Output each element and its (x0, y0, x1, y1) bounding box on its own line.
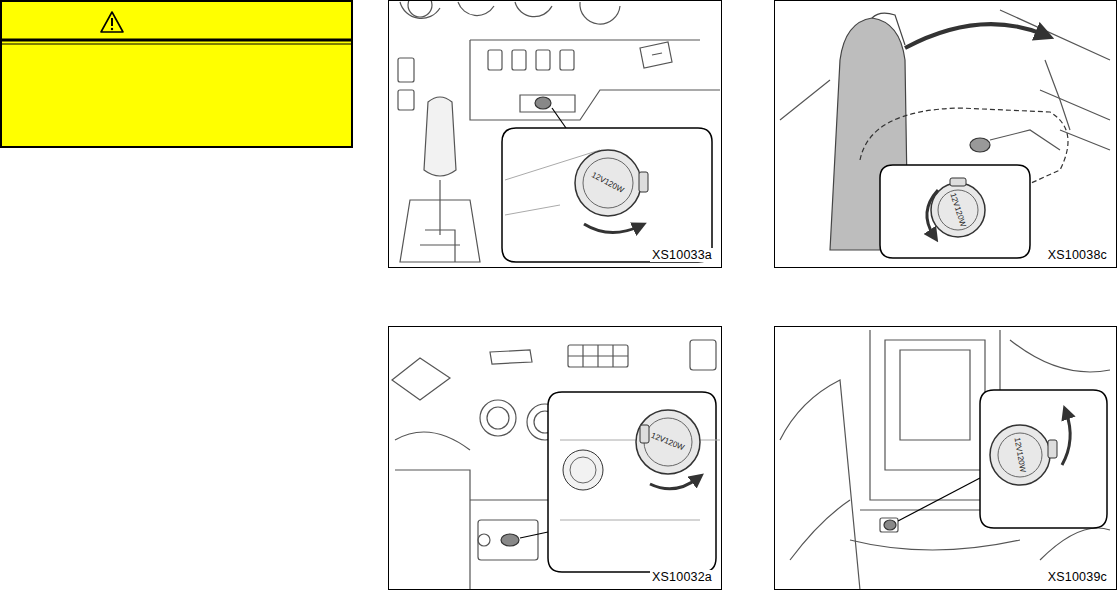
outlet-rating: 12V120W (650, 432, 686, 453)
outlet-cap (990, 425, 1050, 485)
figure-frame: XS10032a (388, 326, 722, 590)
caution-box (1, 1, 352, 147)
outlet-cap (575, 150, 641, 216)
figure-frame: XS10033a (388, 0, 722, 268)
turn-arrow (1062, 412, 1070, 465)
figure-code: XS10032a (650, 570, 714, 584)
turn-arrow (927, 190, 938, 236)
figure-code: XS10039c (1046, 570, 1109, 584)
open-arrow (905, 24, 1045, 48)
figure-frame: XS10039c (774, 326, 1117, 590)
figure-frame: XS10038c (774, 0, 1117, 268)
outlet-rating: 12V120W (591, 171, 626, 195)
caution-divider (1, 39, 352, 42)
dashboard-illustration (398, 0, 720, 262)
outlet-inset (502, 128, 712, 262)
figure-code: XS10038c (1046, 248, 1109, 262)
outlet-inset (880, 165, 1030, 258)
outlet-inset (980, 390, 1107, 528)
figure-code: XS10033a (650, 248, 714, 262)
outlet-rating: 12V120W (1013, 437, 1027, 473)
outlet-cap (636, 410, 700, 474)
outlet-inset (548, 392, 720, 572)
warning-mark (111, 18, 113, 26)
rear-console-illustration (780, 330, 1110, 590)
warning-triangle (101, 12, 123, 32)
turn-arrow (650, 478, 698, 489)
outlet-cap (931, 183, 985, 237)
warning-mark (111, 28, 113, 30)
caution-divider (1, 44, 352, 45)
caution-panel (1, 1, 352, 147)
console-illustration (780, 10, 1110, 250)
outlet-rating: 12V120W (949, 192, 967, 228)
turn-arrow (584, 224, 640, 233)
dashboard-illustration (392, 340, 716, 590)
lighter-knob (563, 450, 603, 490)
